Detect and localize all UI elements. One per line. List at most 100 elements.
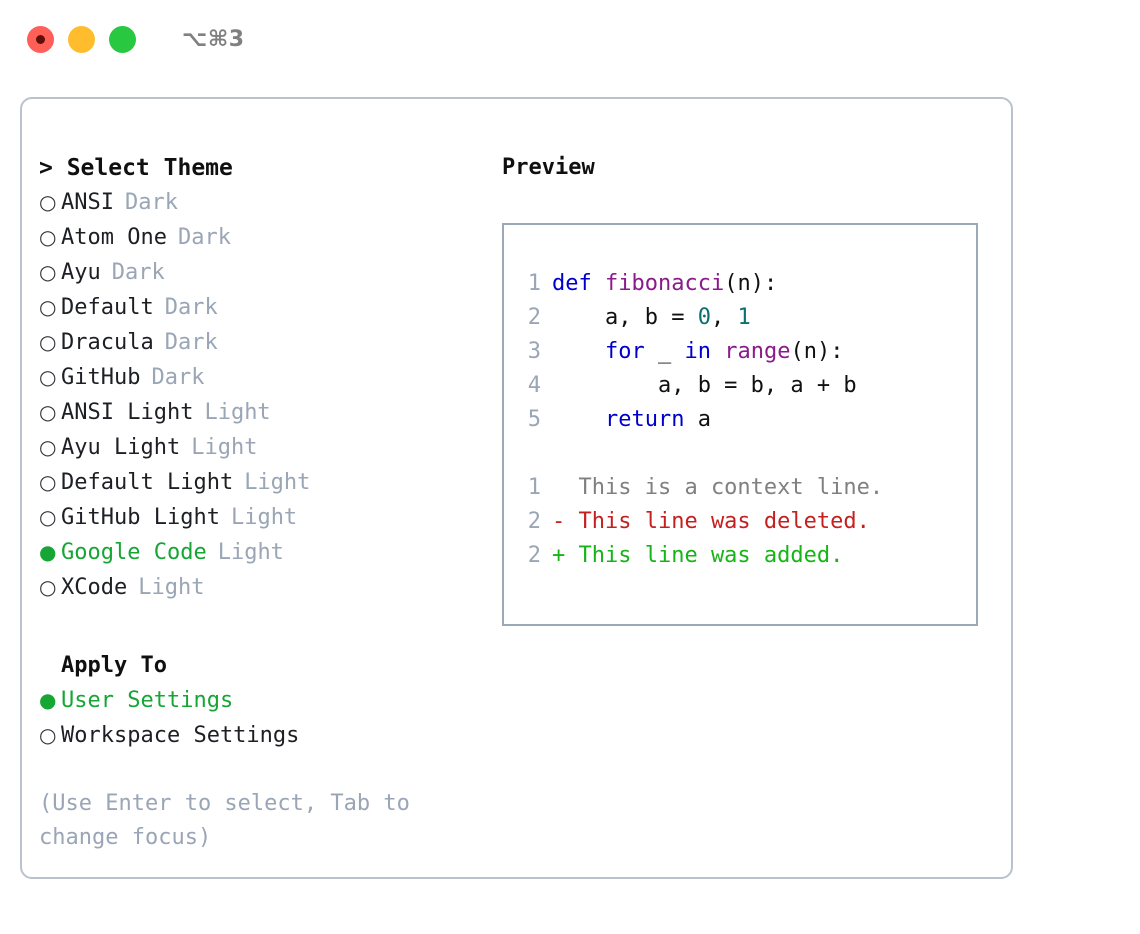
radio-unselected-icon: ○ bbox=[39, 190, 57, 214]
theme-option-dracula[interactable]: ○Dracula Dark bbox=[39, 325, 499, 360]
keyboard-hint-text: (Use Enter to select, Tab to change focu… bbox=[39, 791, 424, 850]
code-token: _ bbox=[644, 339, 685, 364]
code-line-text: a, b = 0, 1 bbox=[552, 301, 751, 335]
theme-selector-heading: > Select Theme bbox=[39, 155, 233, 181]
code-token: 0 bbox=[697, 305, 711, 330]
radio-unselected-icon: ○ bbox=[39, 723, 57, 747]
line-number: 3 bbox=[527, 339, 541, 364]
theme-option-ansi[interactable]: ○ANSI Dark bbox=[39, 185, 499, 220]
code-token: , bbox=[710, 305, 738, 330]
theme-option-default[interactable]: ○Default Dark bbox=[39, 290, 499, 325]
diff-line-text: - This line was deleted. bbox=[552, 509, 870, 534]
theme-option-tag: Light bbox=[217, 540, 284, 565]
code-token: (n): bbox=[790, 339, 844, 364]
theme-option-tag: Dark bbox=[164, 330, 218, 355]
code-token: for bbox=[604, 339, 645, 364]
radio-unselected-icon: ○ bbox=[39, 295, 57, 319]
radio-unselected-icon: ○ bbox=[39, 225, 57, 249]
theme-option-label: Default bbox=[61, 295, 154, 320]
radio-unselected-icon: ○ bbox=[39, 470, 57, 494]
radio-unselected-icon: ○ bbox=[39, 400, 57, 424]
code-line: 3 for _ in range(n): bbox=[504, 335, 976, 369]
code-token bbox=[552, 407, 605, 432]
close-button[interactable] bbox=[27, 25, 54, 53]
code-token: return bbox=[604, 407, 685, 432]
theme-option-tag: Light bbox=[138, 575, 205, 600]
apply-to-option-label: User Settings bbox=[61, 688, 234, 713]
code-line: 5 return a bbox=[504, 403, 976, 437]
line-number: 2 bbox=[527, 509, 541, 534]
line-number: 4 bbox=[527, 373, 541, 398]
code-line-text: a, b = b, a + b bbox=[552, 369, 857, 403]
theme-option-ayu-light[interactable]: ○Ayu Light Light bbox=[39, 430, 499, 465]
code-line-text: for _ in range(n): bbox=[552, 335, 843, 369]
code-line-text: def fibonacci(n): bbox=[552, 267, 777, 301]
theme-option-tag: Dark bbox=[111, 260, 165, 285]
apply-to-option-user-settings[interactable]: ●User Settings bbox=[39, 683, 499, 718]
line-number: 2 bbox=[527, 543, 541, 568]
code-token bbox=[552, 339, 605, 364]
theme-option-label: ANSI Light bbox=[61, 400, 194, 425]
theme-option-label: Ayu Light bbox=[61, 435, 181, 460]
theme-option-label: Dracula bbox=[61, 330, 154, 355]
code-token: a, b = b, a + b bbox=[552, 373, 857, 398]
window-controls bbox=[27, 25, 136, 53]
line-number: 2 bbox=[527, 305, 541, 330]
theme-option-label: XCode bbox=[61, 575, 128, 600]
diff-line: 1 This is a context line. bbox=[504, 471, 976, 505]
code-token: 1 bbox=[737, 305, 751, 330]
preview-heading: Preview bbox=[502, 155, 595, 180]
code-token: fibonacci bbox=[604, 271, 725, 296]
code-token: range bbox=[724, 339, 791, 364]
code-token: (n): bbox=[724, 271, 778, 296]
code-token: def bbox=[552, 271, 605, 296]
theme-option-tag: Light bbox=[191, 435, 258, 460]
line-number: 1 bbox=[527, 271, 541, 296]
radio-unselected-icon: ○ bbox=[39, 435, 57, 459]
line-number: 1 bbox=[527, 475, 541, 500]
apply-to-option-workspace-settings[interactable]: ○Workspace Settings bbox=[39, 718, 499, 753]
code-token: a, b = bbox=[552, 305, 698, 330]
theme-option-tag: Dark bbox=[124, 190, 178, 215]
radio-unselected-icon: ○ bbox=[39, 365, 57, 389]
radio-unselected-icon: ○ bbox=[39, 330, 57, 354]
diff-line: 2+ This line was added. bbox=[504, 539, 976, 573]
code-token bbox=[711, 339, 724, 364]
code-line: 4 a, b = b, a + b bbox=[504, 369, 976, 403]
theme-option-tag: Dark bbox=[177, 225, 231, 250]
radio-selected-icon: ● bbox=[39, 688, 57, 712]
minimize-button[interactable] bbox=[68, 25, 95, 53]
code-spacer bbox=[504, 437, 976, 471]
apply-to-option-label: Workspace Settings bbox=[61, 723, 300, 748]
theme-option-tag: Light bbox=[230, 505, 298, 530]
diff-line: 2 - This line was deleted. bbox=[504, 505, 976, 539]
apply-to-heading: Apply To bbox=[61, 653, 167, 678]
code-token: a bbox=[684, 407, 711, 432]
code-token: in bbox=[684, 339, 711, 364]
maximize-button[interactable] bbox=[109, 25, 136, 53]
code-line: 1 def fibonacci(n): bbox=[504, 267, 976, 301]
theme-option-label: ANSI bbox=[61, 190, 114, 215]
diff-line-text: This is a context line. bbox=[552, 475, 884, 500]
code-line-text: return a bbox=[552, 403, 711, 437]
theme-option-label: GitHub bbox=[61, 365, 141, 390]
keyboard-shortcut-label: ⌥⌘3 bbox=[182, 26, 245, 52]
recording-indicator-dot bbox=[36, 34, 45, 44]
radio-unselected-icon: ○ bbox=[39, 260, 57, 284]
theme-option-tag: Dark bbox=[164, 295, 218, 320]
title-bar: ⌥⌘3 bbox=[0, 0, 1140, 78]
